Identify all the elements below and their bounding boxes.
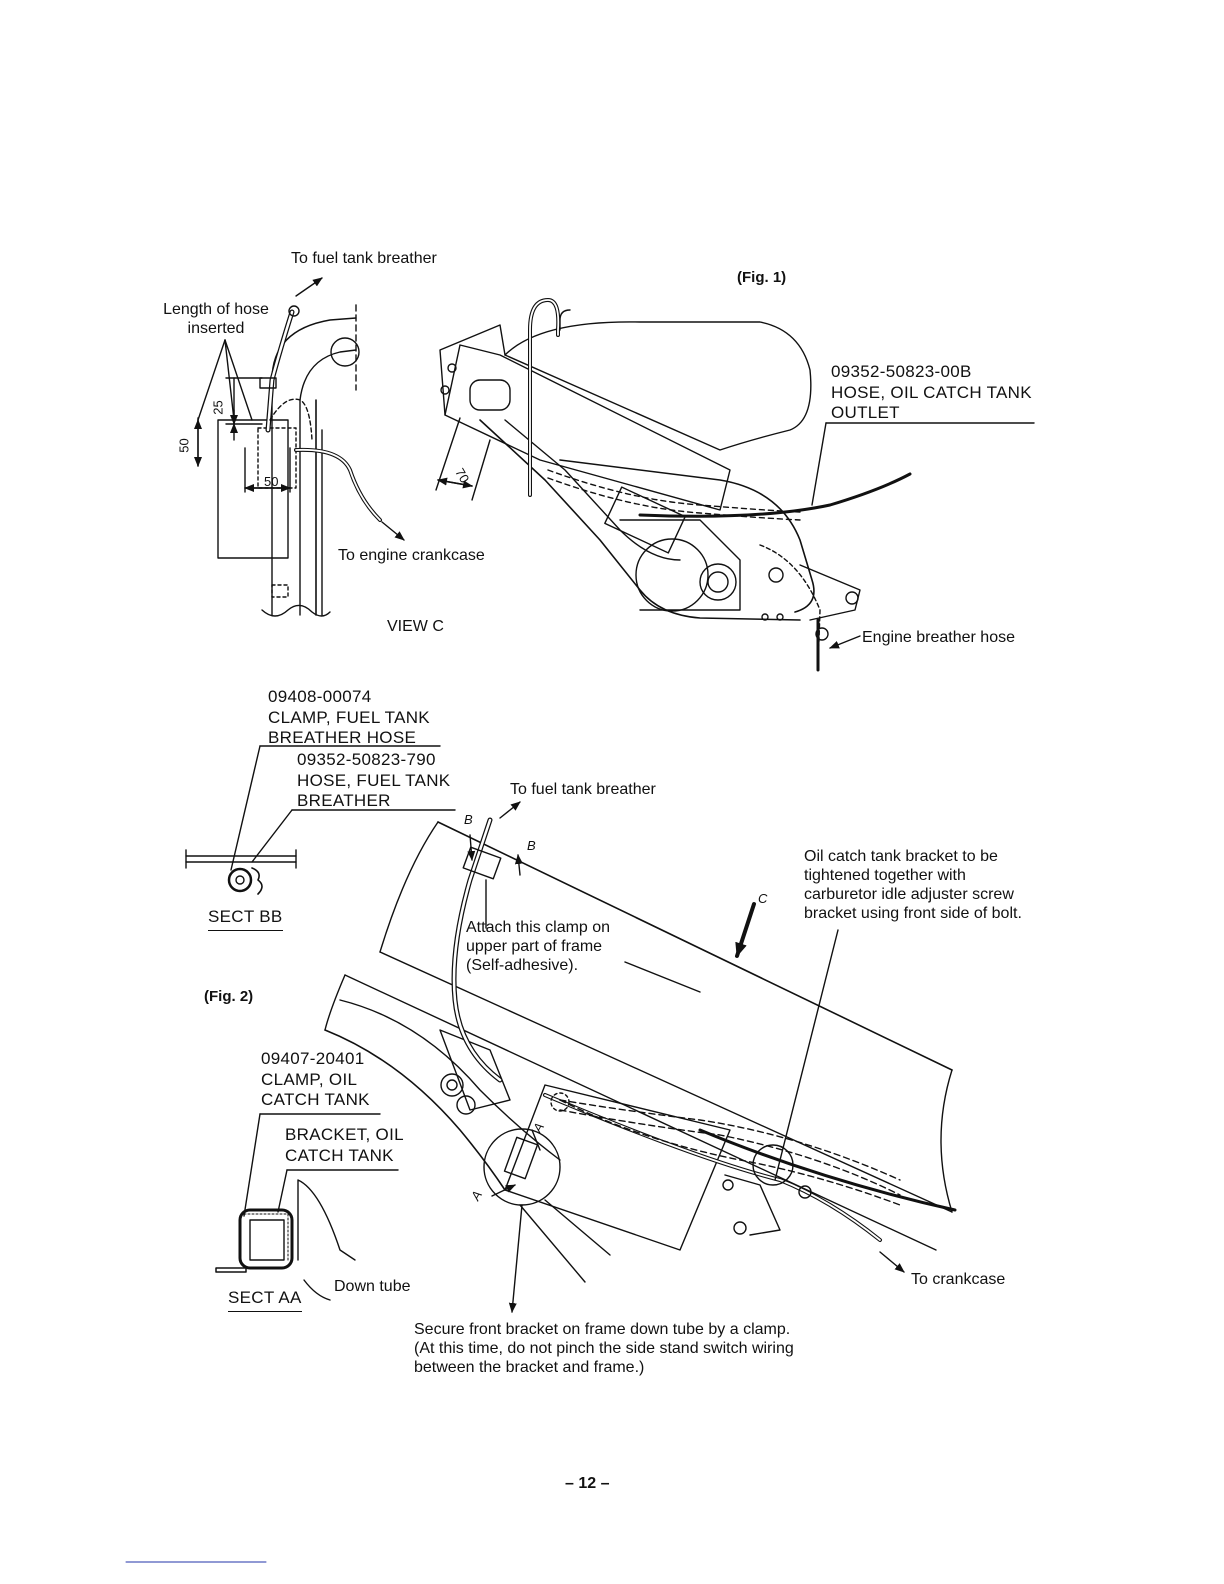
fig1-drawing — [435, 298, 912, 672]
dim-50-horizontal: 50 — [264, 474, 279, 489]
label-sect-aa: SECT AA — [228, 1288, 302, 1312]
label-oil-catch-hose-part: 09352-50823-00B HOSE, OIL CATCH TANK OUT… — [831, 362, 1032, 422]
label-bracket-oil: BRACKET, OIL CATCH TANK — [285, 1125, 404, 1165]
mark-c: C — [758, 891, 768, 906]
label-hose-fuel-tank-part: 09352-50823-790 HOSE, FUEL TANK BREATHER — [297, 750, 451, 810]
label-sect-bb: SECT BB — [208, 907, 283, 931]
mark-b2: B — [527, 838, 536, 853]
label-engine-breather-hose: Engine breather hose — [862, 629, 1015, 646]
label-to-engine-crankcase: To engine crankcase — [338, 547, 485, 564]
label-attach-clamp-note: Attach this clamp on upper part of frame… — [466, 919, 611, 974]
view-c-drawing — [194, 277, 405, 617]
label-length-inserted: Length of hose inserted — [163, 301, 269, 337]
fig2-drawing — [324, 801, 957, 1313]
label-fig2: (Fig. 2) — [204, 988, 254, 1005]
label-clamp-oil-part: 09407-20401 CLAMP, OIL CATCH TANK — [261, 1049, 370, 1109]
mark-b1: B — [464, 812, 473, 827]
label-down-tube: Down tube — [334, 1278, 411, 1295]
dim-50-vertical: 50 — [176, 438, 192, 453]
label-mid-fuel-breather: To fuel tank breather — [510, 781, 656, 798]
dim-25: 25 — [210, 400, 226, 415]
label-to-crankcase: To crankcase — [911, 1271, 1006, 1288]
sect-aa-drawing — [215, 1113, 399, 1301]
label-clamp-fuel-tank-part: 09408-00074 CLAMP, FUEL TANK BREATHER HO… — [268, 687, 430, 747]
label-top-fuel-breather: To fuel tank breather — [291, 250, 437, 267]
label-oil-catch-bracket-note: Oil catch tank bracket to be tightened t… — [804, 848, 1022, 922]
sect-bb-drawing — [185, 745, 456, 895]
label-secure-bracket-note: Secure front bracket on frame down tube … — [414, 1321, 794, 1376]
page-number: – 12 – — [565, 1475, 610, 1492]
label-view-c: VIEW C — [387, 618, 444, 635]
label-fig1: (Fig. 1) — [737, 269, 787, 286]
